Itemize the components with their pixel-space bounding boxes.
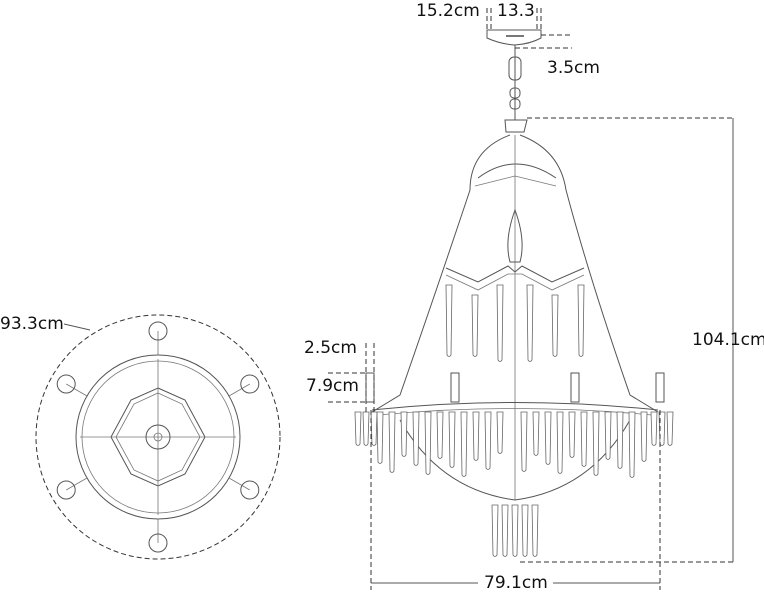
canopy-width-label: 15.2cm — [416, 1, 480, 21]
crystal — [511, 504, 519, 557]
crystal — [520, 411, 528, 472]
side-view-candles — [365, 372, 665, 403]
candle — [570, 372, 580, 403]
crystal — [491, 504, 499, 557]
main-ring — [371, 402, 659, 411]
candle-top-view — [56, 374, 76, 394]
crystal — [544, 411, 552, 465]
crystal — [532, 411, 540, 456]
crystal — [354, 411, 362, 446]
candle-height-label: 7.9cm — [306, 376, 359, 396]
crystal — [460, 411, 468, 477]
crystal — [412, 411, 420, 466]
crystals — [354, 284, 674, 557]
canopy-plate — [506, 35, 524, 37]
crystal — [551, 294, 559, 357]
top-view-center-dot — [153, 432, 163, 442]
crystal — [666, 411, 674, 446]
top-loop — [504, 119, 528, 133]
top-view-outline-dashed — [35, 314, 281, 560]
candle-arm-top — [228, 383, 250, 397]
chain-link-3 — [509, 98, 521, 110]
candle-width-label: 2.5cm — [304, 338, 357, 358]
frame-arm-right — [519, 134, 659, 413]
candle-top-view — [56, 480, 76, 500]
crystal — [436, 411, 444, 459]
crystal — [640, 411, 648, 462]
crystal — [370, 411, 378, 446]
dimension-lines — [328, 8, 734, 590]
crystal — [376, 411, 384, 464]
frame-arm-left — [371, 134, 511, 413]
crystal — [472, 411, 480, 461]
crystal — [556, 411, 564, 474]
crystal — [496, 411, 504, 454]
crystal — [521, 504, 529, 557]
overall-width-label: 79.1cm — [484, 573, 548, 593]
crystal — [568, 411, 576, 458]
chain-link-1 — [508, 56, 522, 81]
candle-top-view — [148, 321, 168, 341]
crystal — [628, 411, 636, 478]
frame-arch — [477, 163, 557, 179]
crystal — [592, 411, 600, 476]
top-view — [35, 314, 281, 560]
diameter-label: 93.3cm — [0, 314, 64, 334]
crystal — [362, 411, 370, 446]
upper-tier-frame-inner — [445, 273, 585, 291]
top-view-center-hub — [145, 424, 171, 450]
upper-tier-frame — [445, 265, 585, 283]
candle-arm-top — [66, 383, 88, 397]
center-crystal — [507, 208, 523, 263]
candle-arm-top — [228, 477, 250, 491]
crystal — [400, 411, 408, 457]
crystal — [650, 411, 658, 446]
crystal — [388, 411, 396, 473]
overall-height-label: 104.1cm — [692, 330, 764, 350]
crystal — [448, 411, 456, 468]
crystal — [580, 411, 588, 467]
crystal — [496, 284, 504, 362]
candle-top-view — [240, 480, 260, 500]
top-view-candles — [56, 321, 260, 553]
candle-arm-top — [66, 477, 88, 491]
canopy-inner-label: 13.3 — [497, 1, 535, 21]
frame-brace — [474, 175, 557, 187]
candle-top-view — [148, 533, 168, 553]
canopy — [486, 29, 542, 46]
candle — [365, 372, 375, 403]
canopy-height-label: 3.5cm — [547, 58, 600, 78]
crystal — [471, 294, 479, 357]
candle — [450, 372, 460, 403]
diameter-leader-line — [63, 323, 91, 331]
crystal — [604, 411, 612, 460]
crystal — [526, 284, 534, 362]
chain-link-2 — [509, 87, 521, 99]
candle-top-view — [240, 374, 260, 394]
crystal — [531, 504, 539, 557]
crystal — [445, 284, 453, 357]
side-view — [354, 29, 674, 557]
candle — [655, 372, 665, 403]
crystal — [484, 411, 492, 470]
crystal — [424, 411, 432, 475]
crystal — [577, 284, 585, 357]
crystal — [616, 411, 624, 469]
crystal — [501, 504, 509, 557]
